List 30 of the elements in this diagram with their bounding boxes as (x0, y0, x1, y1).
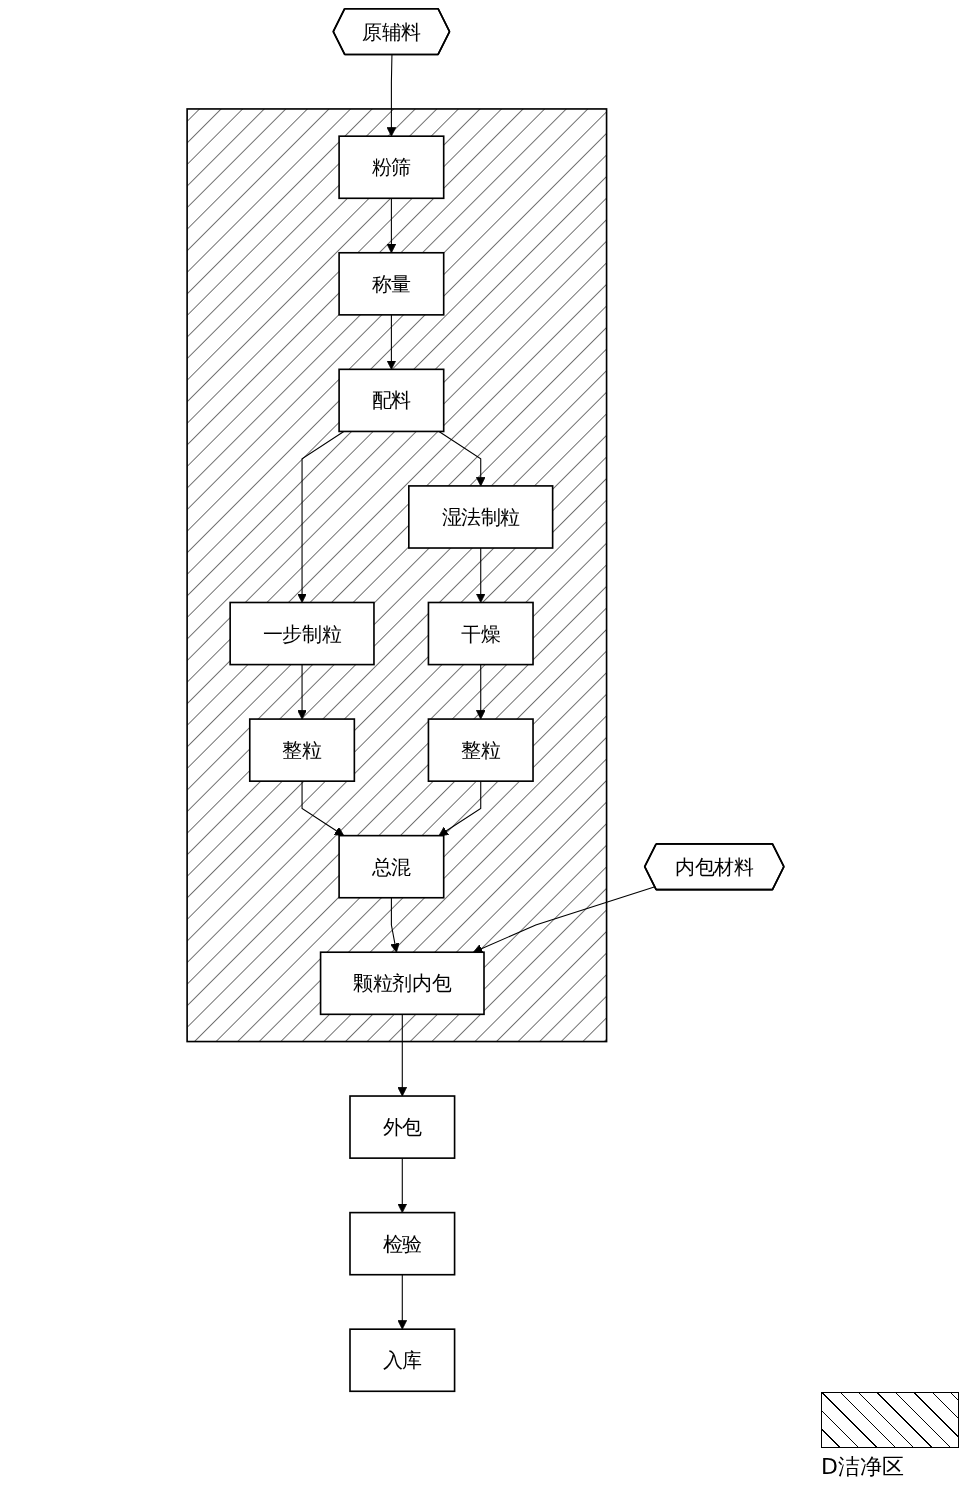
arrow (397, 1157, 408, 1214)
arrow (472, 886, 656, 954)
arrow (301, 780, 345, 837)
node-box: 干燥 (427, 601, 534, 666)
node-box: 外包 (349, 1095, 456, 1159)
node-box: 整粒 (248, 718, 356, 782)
arrow (297, 430, 345, 603)
arrow (297, 664, 307, 720)
arrow (475, 664, 486, 720)
node-box: 配料 (338, 368, 445, 433)
node-box: 入库 (349, 1328, 456, 1393)
arrow (475, 547, 486, 603)
arrow (438, 430, 486, 487)
cluster (186, 108, 608, 1043)
legend-text: D洁净区 (821, 1453, 904, 1481)
node-box: 称量 (338, 251, 445, 316)
node-box: 粉筛 (338, 135, 445, 200)
arrow (397, 1013, 408, 1097)
node-box: 检验 (349, 1211, 456, 1276)
arrow (438, 780, 482, 837)
arrow (390, 897, 400, 953)
node-box: 整粒 (427, 718, 534, 782)
node-box: 一步制粒 (229, 601, 375, 666)
arrow (386, 314, 397, 370)
node-box: 总混 (338, 834, 445, 899)
node-box: 湿法制粒 (408, 485, 554, 549)
arrow (386, 54, 397, 137)
arrow (397, 1274, 408, 1330)
arrow (386, 197, 397, 254)
node-box: 颗粒剂内包 (319, 951, 485, 1016)
